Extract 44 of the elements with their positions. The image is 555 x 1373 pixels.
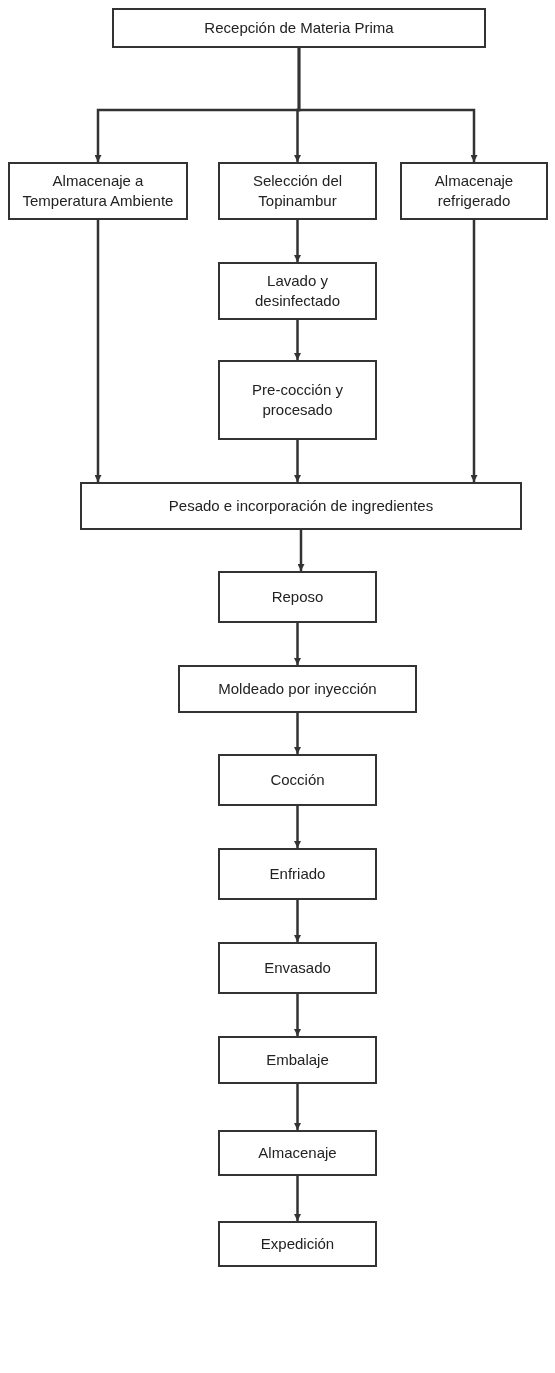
- process-box: [80, 482, 522, 530]
- arrow: [294, 320, 301, 360]
- process-box: [218, 1130, 377, 1176]
- arrow: [294, 623, 301, 665]
- process-box: [8, 162, 188, 220]
- step-label: Expedición: [260, 1234, 335, 1254]
- arrow: [294, 440, 301, 482]
- arrow: [294, 1176, 301, 1221]
- arrow: [294, 220, 301, 262]
- arrow: [94, 220, 102, 482]
- arrow: [294, 994, 301, 1036]
- process-box: [112, 8, 486, 48]
- arrow: [294, 806, 301, 848]
- step-label: Recepción de Materia Prima: [204, 18, 394, 38]
- step-label: Reposo: [271, 587, 324, 607]
- step-label: Almacenaje a Temperatura Ambiente: [21, 171, 175, 211]
- step-label: Lavado y desinfectado: [253, 271, 342, 311]
- process-box: [218, 1036, 377, 1084]
- arrow: [294, 713, 301, 754]
- arrow: [294, 1084, 301, 1130]
- process-box: [218, 942, 377, 994]
- arrow: [470, 220, 478, 482]
- step-label: Pesado e incorporación de ingredientes: [168, 496, 434, 516]
- process-box: [218, 754, 377, 806]
- step-label: Embalaje: [266, 1050, 329, 1070]
- step-label: Almacenaje: [258, 1143, 337, 1163]
- step-label: Enfriado: [269, 864, 326, 884]
- process-box: [218, 1221, 377, 1267]
- step-label: Envasado: [264, 958, 331, 978]
- step-label: Selección del Topinambur: [251, 171, 344, 211]
- step-label: Cocción: [270, 770, 325, 790]
- step-label: Moldeado por inyección: [218, 679, 377, 699]
- process-box: [218, 360, 377, 440]
- arrow: [297, 530, 305, 571]
- step-label: Pre-cocción y procesado: [251, 380, 344, 420]
- process-box: [178, 665, 417, 713]
- process-box: [218, 162, 377, 220]
- step-label: Almacenaje refrigerado: [433, 171, 515, 211]
- process-box: [218, 262, 377, 320]
- process-box: [218, 848, 377, 900]
- arrow: [294, 900, 301, 942]
- process-box: [218, 571, 377, 623]
- arrow: [297, 48, 478, 162]
- process-box: [400, 162, 548, 220]
